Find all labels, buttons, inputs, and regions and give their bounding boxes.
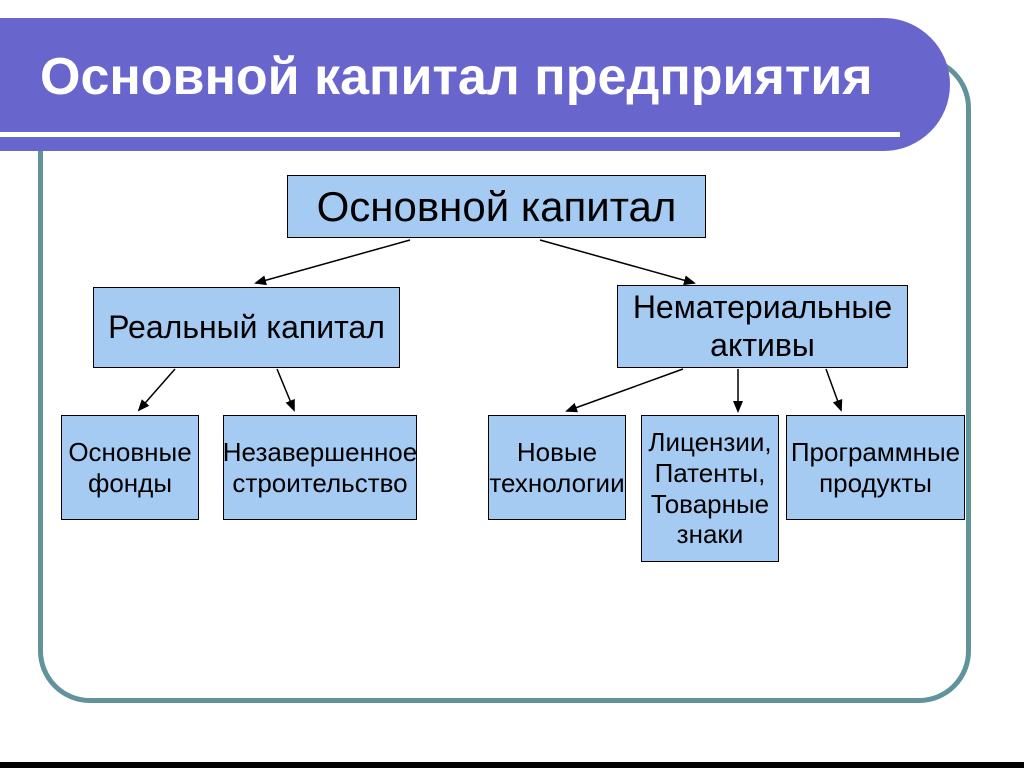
root-node-fixed-capital: Основной капитал — [287, 175, 706, 238]
licenses-patents-trademarks-node: Лицензии, Патенты, Товарные знаки — [641, 415, 779, 562]
banner-underline — [0, 132, 900, 137]
construction-in-progress-node: Незавершенное строительство — [223, 415, 417, 520]
intangible-assets-node: Нематериальные активы — [617, 285, 908, 368]
decorative-frame — [38, 56, 971, 703]
real-capital-node: Реальный капитал — [93, 287, 400, 368]
fixed-assets-node: Основные фонды — [61, 415, 199, 520]
software-products-node: Программные продукты — [786, 415, 965, 520]
new-technologies-node: Новые технологии — [488, 415, 626, 520]
bottom-edge-bar — [0, 762, 1024, 768]
slide-title: Основной капитал предприятия — [40, 48, 873, 106]
title-banner: Основной капитал предприятия — [0, 18, 950, 151]
